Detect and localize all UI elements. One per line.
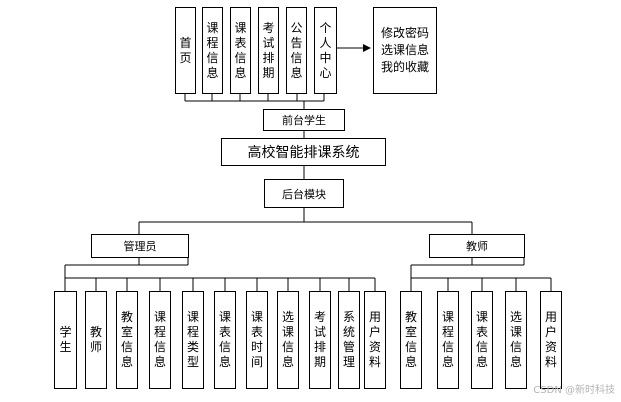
teacher-item-classroom-info-label: 教室信息 <box>404 310 417 369</box>
admin-item-course-selection[interactable]: 选课信息 <box>277 291 299 389</box>
admin-item-timetable-info[interactable]: 课表信息 <box>214 291 236 389</box>
admin-box[interactable]: 管理员 <box>91 234 189 258</box>
system-title: 高校智能排课系统 <box>247 145 360 161</box>
admin-item-classroom-info[interactable]: 教室信息 <box>116 291 138 389</box>
module-timetable-info-label: 课表信息 <box>234 20 247 80</box>
admin-item-teacher[interactable]: 教师 <box>85 291 107 389</box>
teacher-item-user-profile[interactable]: 用户资料 <box>540 291 562 389</box>
admin-item-course-type[interactable]: 课程类型 <box>182 291 204 389</box>
admin-label: 管理员 <box>123 240 157 253</box>
module-personal-center-label: 个人中心 <box>319 20 332 80</box>
module-home-label: 首页 <box>179 35 192 65</box>
admin-item-student[interactable]: 学生 <box>54 291 77 389</box>
admin-item-course-type-label: 课程类型 <box>186 310 199 369</box>
admin-item-timetable-time-label: 课表时间 <box>250 310 263 369</box>
front-student-label: 前台学生 <box>282 114 326 127</box>
admin-item-course-info-label: 课程信息 <box>153 310 166 369</box>
submenu-change-password[interactable]: 修改密码 <box>380 26 429 40</box>
admin-item-course-info[interactable]: 课程信息 <box>149 291 171 389</box>
submenu-my-favorites[interactable]: 我的收藏 <box>380 60 429 74</box>
admin-item-classroom-info-label: 教室信息 <box>120 310 133 369</box>
admin-item-timetable-time[interactable]: 课表时间 <box>246 291 268 389</box>
admin-item-timetable-info-label: 课表信息 <box>218 310 231 369</box>
teacher-item-course-info[interactable]: 课程信息 <box>437 291 459 389</box>
teacher-item-classroom-info[interactable]: 教室信息 <box>400 291 422 389</box>
admin-item-exam-schedule[interactable]: 考试排期 <box>309 291 331 389</box>
admin-item-teacher-label: 教师 <box>89 325 102 354</box>
front-student-box[interactable]: 前台学生 <box>263 109 345 131</box>
teacher-item-user-profile-label: 用户资料 <box>544 310 557 369</box>
admin-item-course-selection-label: 选课信息 <box>281 310 294 369</box>
module-course-info[interactable]: 课程信息 <box>202 7 223 94</box>
teacher-label: 教师 <box>466 240 488 253</box>
backend-module-box[interactable]: 后台模块 <box>264 179 344 208</box>
admin-item-exam-schedule-label: 考试排期 <box>313 310 326 369</box>
admin-item-system-management[interactable]: 系统管理 <box>338 291 360 389</box>
module-home[interactable]: 首页 <box>175 7 196 94</box>
personal-center-submenu[interactable]: 修改密码 选课信息 我的收藏 <box>373 7 437 94</box>
backend-module-label: 后台模块 <box>282 187 326 201</box>
admin-item-user-profile-label: 用户资料 <box>368 310 381 369</box>
module-course-info-label: 课程信息 <box>206 20 219 80</box>
teacher-item-course-selection[interactable]: 选课信息 <box>505 291 527 389</box>
admin-item-user-profile[interactable]: 用户资料 <box>364 291 386 389</box>
teacher-item-timetable-info-label: 课表信息 <box>475 310 488 369</box>
module-timetable-info[interactable]: 课表信息 <box>230 7 251 94</box>
system-title-box: 高校智能排课系统 <box>221 138 386 166</box>
module-exam-schedule-label: 考试排期 <box>262 20 275 80</box>
module-announcement-info-label: 公告信息 <box>290 20 303 80</box>
teacher-box[interactable]: 教师 <box>429 234 525 258</box>
watermark: CSDN @新时科技 <box>533 385 615 396</box>
teacher-item-course-selection-label: 选课信息 <box>509 310 522 369</box>
module-announcement-info[interactable]: 公告信息 <box>286 7 307 94</box>
module-personal-center[interactable]: 个人中心 <box>314 7 337 94</box>
teacher-item-course-info-label: 课程信息 <box>441 310 454 369</box>
module-exam-schedule[interactable]: 考试排期 <box>258 7 279 94</box>
teacher-item-timetable-info[interactable]: 课表信息 <box>471 291 493 389</box>
admin-item-system-management-label: 系统管理 <box>342 310 355 369</box>
submenu-course-selection[interactable]: 选课信息 <box>380 43 429 57</box>
admin-item-student-label: 学生 <box>59 325 72 354</box>
